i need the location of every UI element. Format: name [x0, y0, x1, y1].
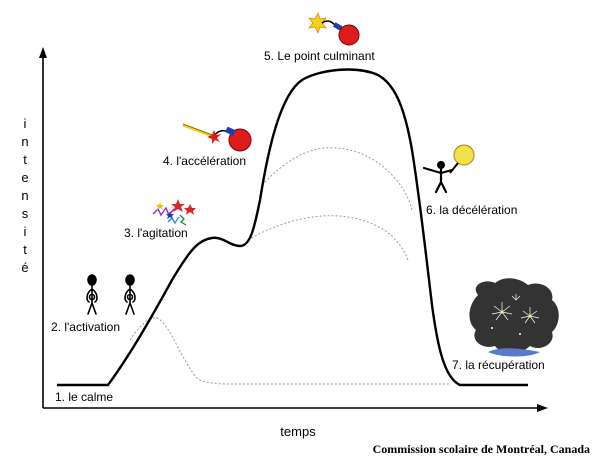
y-axis-title-letter: t	[23, 242, 27, 257]
y-axis-title-letter: n	[21, 134, 28, 149]
dotted-curves	[129, 147, 450, 385]
bomb-exploding-icon	[308, 11, 360, 46]
inner-dotted-curve-low	[247, 215, 409, 261]
fireworks-cloud-icon	[469, 278, 559, 357]
pacing-figures-icon	[86, 274, 136, 315]
y-axis-arrow-icon	[39, 47, 47, 58]
y-axis-title-letter: é	[21, 260, 28, 275]
y-axis-title-letter: s	[22, 206, 29, 221]
small-activation-dotted-curve	[129, 317, 450, 385]
inner-dotted-curve-high	[261, 147, 413, 211]
phase-label-agitation: 3. l'agitation	[124, 226, 188, 240]
y-axis-title-letter: t	[23, 152, 27, 167]
phase-label-acceleration: 4. l'accélération	[163, 154, 246, 168]
credit-text: Commission scolaire de Montréal, Canada	[373, 442, 590, 456]
x-axis-title: temps	[280, 424, 316, 439]
y-axis-title-letter: e	[21, 170, 28, 185]
y-axis-title-letter: i	[24, 116, 27, 131]
agitation-stars-icon	[152, 199, 196, 226]
phase-labels: 1. le calme 2. l'activation 3. l'agitati…	[51, 49, 545, 404]
phase-label-calm: 1. le calme	[55, 390, 113, 404]
phase-label-peak: 5. Le point culminant	[264, 49, 375, 63]
x-axis-arrow-icon	[537, 404, 548, 412]
person-with-sign-icon	[422, 144, 475, 194]
axes	[39, 47, 548, 412]
bomb-with-fuse-icon	[182, 123, 252, 152]
phase-label-activation: 2. l'activation	[51, 320, 120, 334]
y-axis-title-letter: n	[21, 188, 28, 203]
escalation-curve	[57, 68, 528, 387]
y-axis-title: i n t e n s i t é	[21, 116, 28, 275]
y-axis-title-letter: i	[24, 224, 27, 239]
phase-label-deceleration: 6. la décélération	[426, 203, 517, 217]
phase-label-recovery: 7. la récupération	[452, 358, 545, 372]
